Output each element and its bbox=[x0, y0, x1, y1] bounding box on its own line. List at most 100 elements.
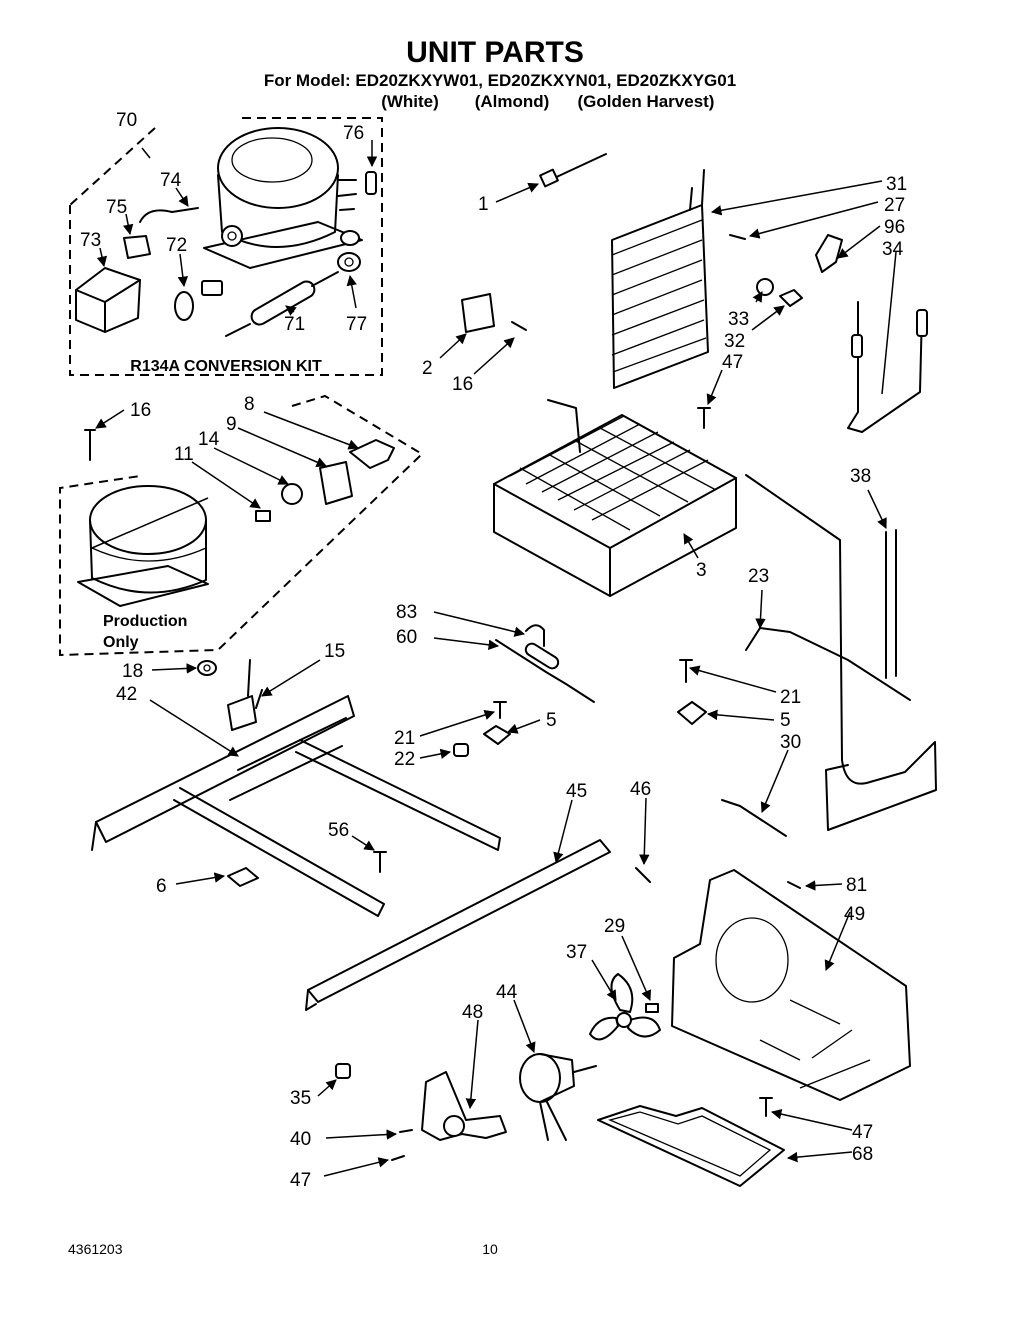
production-only-group: Production Only bbox=[59, 394, 424, 676]
part-48-bracket bbox=[421, 1071, 507, 1141]
part-6-clip bbox=[227, 867, 259, 887]
callout: 16 bbox=[452, 374, 473, 395]
part-56-screw bbox=[373, 851, 387, 873]
part-27-screw bbox=[729, 234, 746, 240]
part-71-drier bbox=[225, 271, 339, 337]
callout: 34 bbox=[882, 239, 904, 260]
part-76-tube bbox=[365, 171, 377, 195]
callout: 35 bbox=[290, 1088, 311, 1109]
part-3-evaporator bbox=[493, 399, 737, 597]
callout: 29 bbox=[604, 916, 625, 937]
callout: 33 bbox=[728, 309, 749, 330]
part-18-grommet bbox=[197, 660, 217, 676]
callout: 22 bbox=[394, 749, 415, 770]
callout: 21 bbox=[394, 728, 415, 749]
callout: 38 bbox=[850, 466, 871, 487]
part-1-clip bbox=[539, 153, 607, 188]
part-22-sleeve bbox=[453, 743, 469, 757]
callout: 9 bbox=[226, 414, 237, 435]
part-5-clip-mid bbox=[483, 725, 511, 745]
kit-compressor bbox=[203, 127, 363, 269]
part-14-cap bbox=[281, 483, 303, 505]
part-15-harness bbox=[227, 659, 263, 731]
part-38-strip bbox=[885, 529, 897, 679]
part-35-plug bbox=[335, 1063, 351, 1079]
callout: 56 bbox=[328, 820, 349, 841]
part-45-rail bbox=[305, 839, 611, 1011]
callout: 73 bbox=[80, 230, 101, 251]
callout: 14 bbox=[198, 429, 220, 450]
part-5-clip-right bbox=[677, 701, 707, 725]
doc-number: 4361203 bbox=[68, 1241, 123, 1257]
callout-labels: 70 76 74 75 73 72 71 77 1 31 27 96 34 33… bbox=[80, 110, 907, 1191]
callout: 96 bbox=[884, 217, 905, 238]
callout: 2 bbox=[422, 358, 433, 379]
conversion-kit-group: R134A CONVERSION KIT bbox=[69, 117, 383, 376]
callout: 83 bbox=[396, 602, 417, 623]
part-29-clip bbox=[645, 1003, 659, 1013]
callout: 30 bbox=[780, 732, 801, 753]
callout: 47 bbox=[290, 1170, 311, 1191]
callout: 5 bbox=[780, 710, 791, 731]
part-83-clip bbox=[525, 624, 545, 647]
callout: 74 bbox=[160, 170, 182, 191]
production-label-line1: Production bbox=[103, 613, 187, 630]
part-74-wire bbox=[139, 207, 199, 223]
callout: 49 bbox=[844, 904, 865, 925]
part-11-terminal bbox=[255, 510, 271, 522]
part-8-bracket bbox=[349, 439, 395, 469]
part-96-bracket bbox=[815, 234, 843, 273]
callout: 16 bbox=[130, 400, 151, 421]
callout: 37 bbox=[566, 942, 587, 963]
production-label-line2: Only bbox=[103, 634, 139, 651]
callout: 11 bbox=[174, 444, 194, 465]
callout: 31 bbox=[886, 174, 907, 195]
callout: 27 bbox=[884, 195, 905, 216]
part-2-relay bbox=[461, 293, 495, 333]
part-75-relay bbox=[123, 235, 151, 259]
callout: 47 bbox=[722, 352, 743, 373]
part-47-screw-bottom bbox=[391, 1155, 405, 1161]
conversion-kit-label: R134A CONVERSION KIT bbox=[130, 358, 322, 375]
color-golden-harvest: (Golden Harvest) bbox=[578, 92, 715, 111]
callout: 46 bbox=[630, 779, 651, 800]
callout: 23 bbox=[748, 566, 769, 587]
callout: 42 bbox=[116, 684, 137, 705]
color-white: (White) bbox=[381, 92, 439, 111]
part-72-clip bbox=[174, 291, 194, 321]
part-23-tube bbox=[745, 474, 937, 831]
callout: 68 bbox=[852, 1144, 873, 1165]
part-9-relay bbox=[319, 461, 353, 505]
page-number: 10 bbox=[482, 1241, 498, 1257]
part-73-cover bbox=[75, 267, 141, 333]
callout: 15 bbox=[324, 641, 345, 662]
model-line: For Model: ED20ZKXYW01, ED20ZKXYN01, ED2… bbox=[264, 71, 736, 90]
callout: 77 bbox=[346, 314, 367, 335]
conversion-kit-dashed-border bbox=[69, 117, 383, 376]
page-title: UNIT PARTS bbox=[406, 36, 584, 69]
part-49-shroud bbox=[671, 869, 911, 1101]
callout: 72 bbox=[166, 235, 187, 256]
color-almond: (Almond) bbox=[475, 92, 550, 111]
part-77-grommet bbox=[337, 252, 361, 272]
part-32-clip bbox=[779, 289, 803, 307]
part-31-condenser bbox=[611, 169, 709, 389]
callout: 47 bbox=[852, 1122, 873, 1143]
part-34-tube bbox=[847, 301, 923, 433]
part-68-tray bbox=[597, 1105, 785, 1187]
callout: 32 bbox=[724, 331, 745, 352]
part-60-heater bbox=[495, 639, 595, 703]
callout: 76 bbox=[343, 123, 364, 144]
callout: 45 bbox=[566, 781, 587, 802]
part-21-screw-right bbox=[679, 659, 693, 683]
part-42-frame bbox=[91, 695, 501, 917]
part-16-screw-right bbox=[511, 321, 527, 331]
part-33-grommet bbox=[756, 278, 774, 296]
callout: 75 bbox=[106, 197, 127, 218]
callout: 8 bbox=[244, 394, 255, 415]
part-16-screw-left bbox=[84, 429, 96, 461]
callout: 71 bbox=[284, 314, 305, 335]
part-37-fan-blade bbox=[589, 973, 661, 1041]
part-47-screw-top bbox=[697, 407, 711, 429]
